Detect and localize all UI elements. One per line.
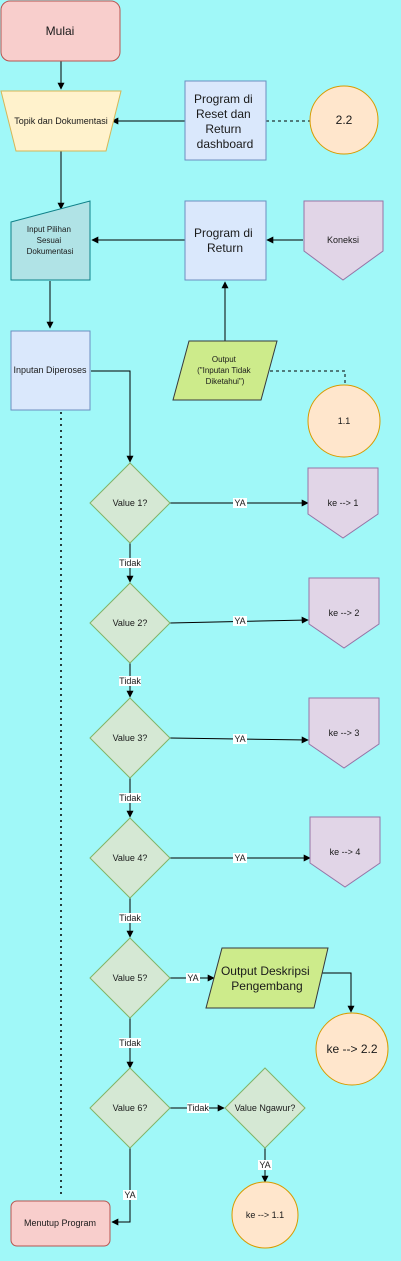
node-value5-label: Value 5? bbox=[113, 973, 148, 983]
node-output-desc: Output Deskripsi Pengembang bbox=[205, 947, 329, 1009]
node-ngawur-label: Value Ngawur? bbox=[235, 1103, 296, 1113]
label-tidak-value3-text: Tidak bbox=[119, 793, 141, 803]
node-output-desc-line1: Output Deskripsi bbox=[221, 964, 310, 978]
svg-text:Program di Reset dan: Program di Reset dan Return dashboard bbox=[194, 92, 256, 151]
node-ke2: ke --> 2 bbox=[308, 577, 380, 649]
edge-output-c11-dashed bbox=[270, 370, 346, 386]
label-tidak-value2: Tidak bbox=[119, 676, 141, 686]
label-tidak-value6-text: Tidak bbox=[187, 1103, 209, 1113]
node-program-return: Program di Return bbox=[184, 200, 267, 281]
label-tidak-value5: Tidak bbox=[119, 1038, 141, 1048]
node-reset-line2: Reset dan bbox=[196, 107, 251, 121]
node-c22-top: 2.2 bbox=[309, 85, 379, 155]
node-value4-label: Value 4? bbox=[113, 853, 148, 863]
node-value6: Value 6? bbox=[89, 1067, 171, 1149]
node-reset-line1: Program di bbox=[194, 92, 253, 106]
node-input-line2: Sesuai bbox=[37, 236, 62, 245]
node-inputan-label: Inputan Diperoses bbox=[13, 365, 87, 375]
edge-labels: YA YA YA YA YA YA YA Tidak bbox=[119, 498, 272, 1200]
label-ya-value5-text: YA bbox=[187, 973, 198, 983]
node-output-desc-line2: Pengembang bbox=[231, 979, 302, 993]
node-ke1-label: ke --> 1 bbox=[328, 498, 359, 508]
node-value2-label: Value 2? bbox=[113, 618, 148, 628]
node-c11-top-label: 1.1 bbox=[338, 416, 351, 426]
node-menutup: Menutup Program bbox=[10, 1200, 111, 1247]
node-value5: Value 5? bbox=[89, 937, 171, 1019]
label-ya-ngawur-text: YA bbox=[259, 1160, 270, 1170]
node-ke2-label: ke --> 2 bbox=[329, 608, 360, 618]
node-output-unknown-line1: Output bbox=[212, 355, 237, 364]
node-inputan: Inputan Diperoses bbox=[10, 330, 91, 411]
label-ya-value6-text: YA bbox=[124, 1190, 135, 1200]
label-ya-ngawur: YA bbox=[258, 1160, 272, 1170]
label-tidak-value1-text: Tidak bbox=[119, 558, 141, 568]
label-ya-value5: YA bbox=[186, 973, 200, 983]
label-ya-value3-text: YA bbox=[234, 734, 245, 744]
node-value6-label: Value 6? bbox=[113, 1103, 148, 1113]
node-reset-line3: Return bbox=[205, 122, 241, 136]
node-c22-top-label: 2.2 bbox=[336, 113, 353, 127]
node-value3-label: Value 3? bbox=[113, 733, 148, 743]
label-ya-value6: YA bbox=[123, 1190, 137, 1200]
node-koneksi: Koneksi bbox=[303, 200, 384, 281]
edge-output-ke22 bbox=[322, 972, 355, 1013]
node-output-unknown: Output ("Inputan Tidak Diketahui") bbox=[172, 340, 278, 401]
node-ke11-label: ke --> 1.1 bbox=[246, 1210, 284, 1220]
node-ke3: ke --> 3 bbox=[308, 697, 380, 769]
node-menutup-label: Menutup Program bbox=[24, 1218, 96, 1228]
node-topik-label: Topik dan Dokumentasi bbox=[14, 116, 108, 126]
label-ya-value2: YA bbox=[233, 616, 247, 626]
node-return-line1: Program di bbox=[194, 226, 253, 240]
node-ke22: ke --> 2.2 bbox=[315, 1012, 389, 1086]
label-tidak-value5-text: Tidak bbox=[119, 1038, 141, 1048]
svg-text:Program di Return: Program di Return bbox=[194, 226, 256, 255]
node-return-line2: Return bbox=[207, 241, 243, 255]
node-c11-top: 1.1 bbox=[307, 384, 381, 458]
label-ya-value4-text: YA bbox=[234, 853, 245, 863]
node-ke1: ke --> 1 bbox=[307, 467, 379, 539]
node-ngawur: Value Ngawur? bbox=[224, 1067, 306, 1149]
node-input-line3: Dokumentasi bbox=[27, 247, 74, 256]
node-reset-line4: dashboard bbox=[197, 137, 254, 151]
label-ya-value2-text: YA bbox=[234, 616, 245, 626]
label-tidak-value1: Tidak bbox=[119, 558, 141, 568]
label-tidak-value4-text: Tidak bbox=[119, 913, 141, 923]
node-value3: Value 3? bbox=[89, 697, 171, 779]
node-mulai-label: Mulai bbox=[46, 24, 75, 38]
label-ya-value4: YA bbox=[233, 853, 247, 863]
label-tidak-value3: Tidak bbox=[119, 793, 141, 803]
label-tidak-value6: Tidak bbox=[187, 1103, 209, 1113]
node-koneksi-label: Koneksi bbox=[327, 235, 359, 245]
edge-value6-menutup bbox=[111, 1148, 131, 1226]
node-reset: Program di Reset dan Return dashboard bbox=[184, 80, 267, 161]
label-ya-value3: YA bbox=[233, 734, 247, 744]
edge-inputan-value1 bbox=[91, 370, 134, 463]
node-ke22-label: ke --> 2.2 bbox=[326, 1042, 377, 1056]
node-ke3-label: ke --> 3 bbox=[329, 728, 360, 738]
label-ya-value1: YA bbox=[233, 498, 247, 508]
svg-text:Input Pilihan Sesuai: Input Pilihan Sesuai Dokumentasi bbox=[27, 225, 74, 256]
node-ke4: ke --> 4 bbox=[309, 816, 381, 888]
node-ke4-label: ke --> 4 bbox=[330, 847, 361, 857]
label-ya-value1-text: YA bbox=[234, 498, 245, 508]
node-input-pilihan: Input Pilihan Sesuai Dokumentasi bbox=[10, 200, 91, 281]
node-value1: Value 1? bbox=[89, 462, 171, 544]
node-value2: Value 2? bbox=[89, 582, 171, 664]
node-topik: Topik dan Dokumentasi bbox=[0, 90, 122, 152]
node-output-unknown-line3: Diketahui") bbox=[206, 377, 245, 386]
node-value4: Value 4? bbox=[89, 817, 171, 899]
node-ke11: ke --> 1.1 bbox=[231, 1181, 299, 1249]
node-mulai: Mulai bbox=[0, 0, 121, 62]
node-value1-label: Value 1? bbox=[113, 498, 148, 508]
svg-text:Output ("Inputan Tidak: Output ("Inputan Tidak Diketahui") bbox=[197, 355, 253, 386]
node-input-line1: Input Pilihan bbox=[27, 225, 71, 234]
label-tidak-value4: Tidak bbox=[119, 913, 141, 923]
node-output-unknown-line2: ("Inputan Tidak bbox=[197, 366, 252, 375]
label-tidak-value2-text: Tidak bbox=[119, 676, 141, 686]
svg-text:Output Deskripsi Pengemb: Output Deskripsi Pengembang bbox=[221, 964, 313, 993]
